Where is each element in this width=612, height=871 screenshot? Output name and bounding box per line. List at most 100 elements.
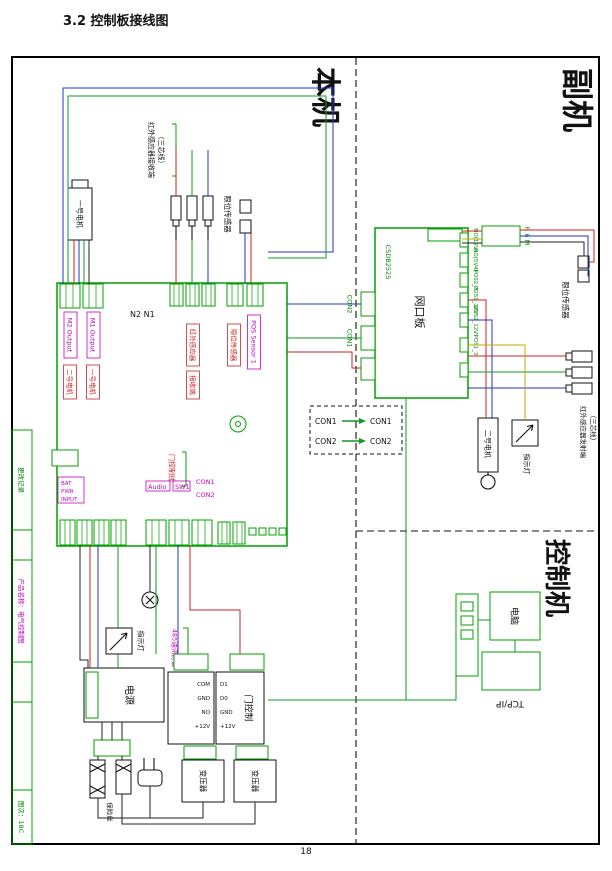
door-pin-label: GND [220, 710, 233, 716]
plug-icon [202, 195, 214, 221]
door-pin-label: +12V [220, 724, 236, 730]
net-pin-label: NO(12V) [472, 228, 478, 252]
label-board-limit: 限位传感器 [227, 323, 241, 367]
label-board-motor2: 二号电机 [63, 364, 77, 400]
computer-label: 电脑 [509, 607, 521, 625]
connector-block-power [360, 357, 376, 381]
green-wires [67, 95, 566, 701]
connector-block [173, 653, 209, 671]
label-board-ir-sub: 接收端 [186, 370, 200, 400]
connector-block [217, 521, 231, 545]
pin-block [459, 232, 469, 248]
door-pin-label: D0 [220, 696, 228, 702]
door-pin-label: +12V [195, 724, 211, 730]
buzzer-icon [229, 415, 247, 433]
title-block-strip: 更改记录 产品名称：电气控制图 图次：18C [11, 429, 33, 845]
legend-arrowhead [359, 418, 366, 424]
ir-receiver-label: 红外感应器接收端 [147, 122, 156, 178]
limit-switch-icon [239, 199, 252, 214]
door-control-section: 485通讯协议 门控制 COM GND NO +12V D1 D0 GND +1… [167, 627, 277, 803]
connector-block [82, 283, 104, 309]
title-block-cell [11, 701, 33, 791]
indicator-right-label: 指示灯 [523, 454, 532, 475]
power-section: 指示灯 电源 保险丝 [83, 591, 165, 822]
section-heading-control-unit: 控制机 [541, 539, 571, 617]
plug-icon [186, 195, 198, 221]
network-board-chip-label: CSDB2525 [384, 245, 392, 280]
net-pin-label: NO(5V4) [472, 248, 478, 272]
label-bracket [182, 451, 187, 487]
indicator-left-label: 指示灯 [137, 631, 146, 652]
ir-receiver-wire-label: （三芯线） [157, 133, 166, 168]
label-box [86, 311, 101, 359]
jumper-pad [248, 527, 257, 536]
door-line-label: 门控制线 [168, 454, 177, 482]
plug-collar [565, 368, 573, 377]
rs485-label: 485通讯协议 [171, 629, 180, 668]
plug-icon [571, 350, 593, 363]
title-block-product-name: 产品名称：电气控制图 [17, 579, 26, 644]
transformer1-box [181, 759, 225, 803]
power-input-strip [85, 671, 99, 719]
limit-switch-icon [577, 255, 590, 269]
door-io-box [167, 671, 215, 745]
tcpip-label: TCP/IP [496, 698, 525, 708]
pin-block [459, 312, 469, 328]
ir-emitter-plugs: 红外感应器发射端 （三芯线） [565, 350, 598, 459]
terminal-block [481, 225, 521, 247]
indicator-right: 指示灯 [511, 419, 539, 475]
legend-con1-right: CON1 [370, 417, 392, 426]
connector-block [76, 519, 93, 546]
motor1-body [67, 187, 93, 241]
door-pin-label: NO [202, 710, 211, 716]
svg-text:二号电机: 二号电机 [66, 369, 75, 396]
legend-con2-right: CON2 [370, 437, 392, 446]
legend-outline [309, 405, 403, 455]
transformer2-label: 变压器 [251, 770, 261, 793]
fuse-marks [89, 763, 106, 795]
transformer2-box [233, 759, 277, 803]
door-pin-label: GND [197, 696, 210, 702]
label-box [57, 476, 85, 504]
connector-block [232, 521, 246, 545]
section-heading-aux-unit: 副机 [558, 68, 596, 132]
fuse-marks [115, 763, 132, 773]
plug-collar [565, 384, 573, 393]
plug-icon [571, 382, 593, 395]
connector-block [93, 739, 131, 757]
label-box [63, 311, 78, 359]
network-port-board: 网口板 CSDB2525 CON2 CON1 NO(12V) NO(5V4) P… [346, 227, 478, 399]
plug-icon [571, 366, 593, 379]
pin-block [459, 272, 469, 288]
label-box [186, 323, 200, 367]
ir-emitter-label: 红外感应器发射端 [579, 406, 588, 459]
power-label: 电源 [123, 685, 136, 705]
indicator-arrow [515, 424, 534, 443]
title-block-cell [11, 789, 33, 845]
input-label: INPUT [61, 497, 78, 503]
plug-collar [204, 219, 212, 227]
label-bracket [172, 123, 177, 177]
plug-icon [137, 769, 163, 787]
plug-tips [175, 226, 209, 240]
diagram-border [11, 56, 600, 845]
computer-box [489, 591, 541, 641]
label-m1-output: M1 Output [86, 311, 101, 359]
connector-block [235, 745, 269, 760]
svg-text:限位传感器: 限位传感器 [230, 329, 239, 362]
connector-block [145, 519, 167, 546]
legend-con1-left: CON1 [315, 417, 337, 426]
svg-text:接收端: 接收端 [189, 375, 198, 395]
switch-port [460, 629, 474, 640]
legend-con2-left: CON2 [315, 437, 337, 446]
pin-block [459, 252, 469, 268]
label-box [186, 370, 200, 400]
connector-block-con1 [360, 325, 376, 351]
label-m2-output: M2 Output [63, 311, 78, 359]
limit-switch-icon [577, 269, 590, 283]
limit-sensor-left: 限位传感器 [223, 195, 252, 234]
switch-port [460, 601, 474, 612]
yellow-wires [462, 238, 526, 420]
connector-block [168, 519, 190, 546]
